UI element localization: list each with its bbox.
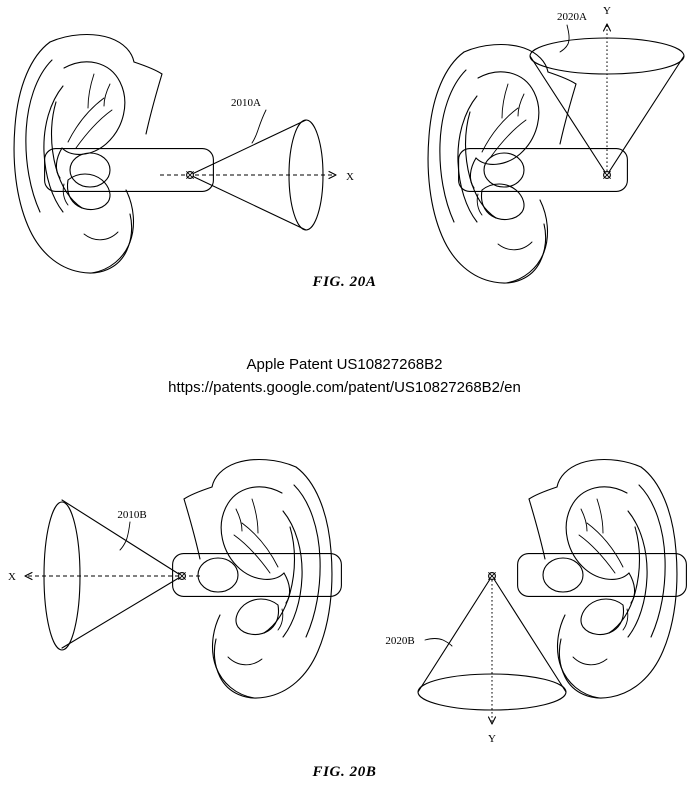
earbud-device bbox=[517, 553, 687, 597]
reference-leader bbox=[119, 521, 131, 551]
reference-leader bbox=[251, 109, 267, 144]
directivity-cone bbox=[417, 575, 567, 711]
figure-caption-20b: FIG. 20B bbox=[312, 764, 377, 780]
reference-numeral-2020b: 2020B bbox=[385, 635, 414, 647]
y-axis-indicator bbox=[487, 576, 497, 725]
ear-illustration bbox=[427, 43, 577, 284]
panel-20b-left: 2010B X bbox=[8, 458, 342, 699]
earbud-device bbox=[172, 553, 342, 597]
y-axis-indicator bbox=[602, 23, 612, 175]
credit-title: Apple Patent US10827268B2 bbox=[246, 356, 443, 373]
ear-illustration bbox=[528, 458, 678, 699]
reference-numeral-2010b: 2010B bbox=[117, 509, 146, 521]
credit-url: https://patents.google.com/patent/US1082… bbox=[168, 379, 521, 396]
ear-illustration bbox=[183, 458, 333, 699]
reference-numeral-2020a: 2020A bbox=[557, 11, 587, 23]
reference-leader bbox=[424, 638, 453, 647]
earbud-device bbox=[44, 148, 214, 192]
axis-label-x: X bbox=[346, 171, 354, 183]
reference-leader bbox=[559, 24, 570, 53]
axis-label-y: Y bbox=[488, 733, 496, 745]
reference-numeral-2010a: 2010A bbox=[231, 97, 261, 109]
panel-20a-left: 2010A X bbox=[13, 33, 354, 274]
axis-label-y: Y bbox=[603, 5, 611, 17]
panel-20a-right: 2020A Y bbox=[427, 5, 685, 284]
earbud-device bbox=[458, 148, 628, 192]
x-axis-indicator bbox=[24, 571, 200, 581]
axis-label-x: X bbox=[8, 571, 16, 583]
panel-20b-right: 2020B Y bbox=[385, 458, 687, 745]
ear-illustration bbox=[13, 33, 163, 274]
directivity-cone bbox=[43, 499, 183, 651]
figure-caption-20a: FIG. 20A bbox=[312, 274, 377, 290]
